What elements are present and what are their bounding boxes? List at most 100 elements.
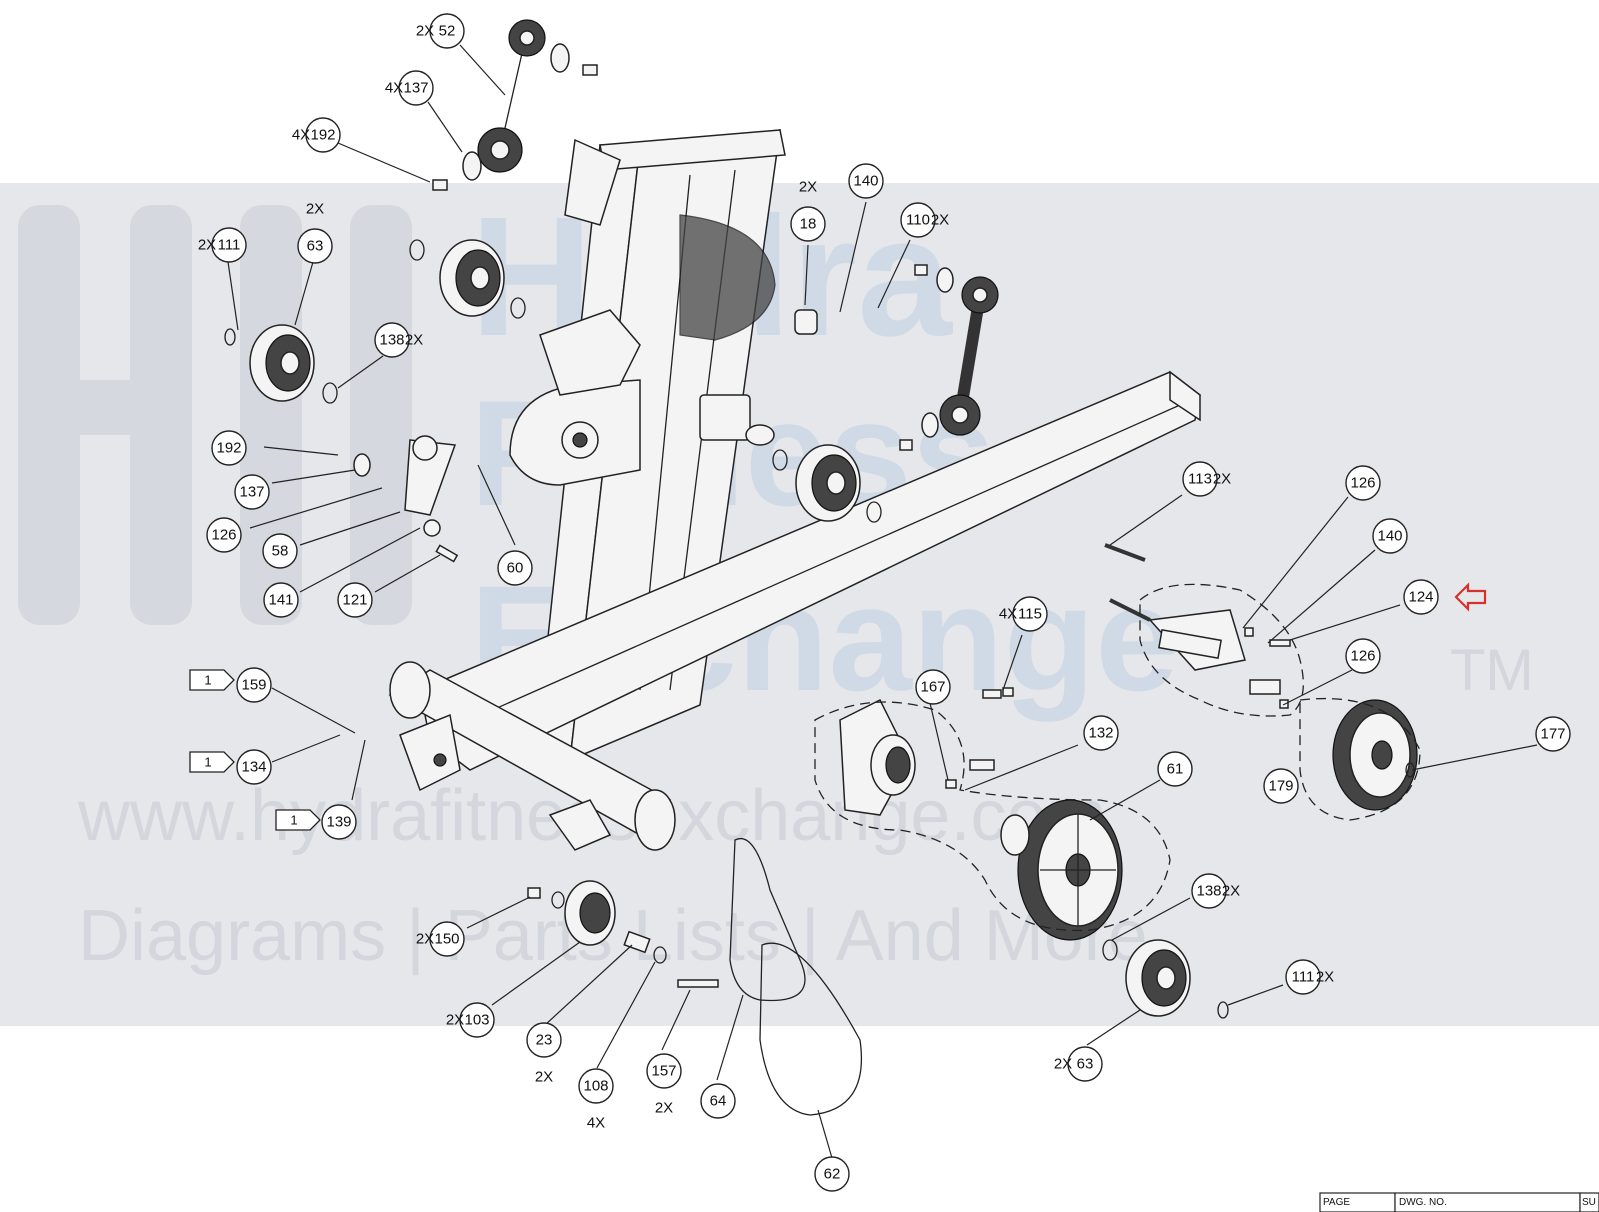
callout-64: 64 [700,1083,736,1119]
callout-number: 179 [1268,778,1293,795]
parts [224,19,1421,1116]
callout-18: 18 2X [790,179,826,242]
callout-number: 63 [1077,1056,1094,1073]
callout-bubble [305,117,341,153]
callout-bubble [1263,768,1299,804]
part-idler-pulley-upper [439,239,505,317]
callout-60: 60 [497,550,533,586]
callout-bubble [234,474,270,510]
callout-bubble [790,206,826,242]
callout-number: 121 [342,592,367,609]
callout-number: 113 [1188,471,1212,488]
part-flywheel [1017,799,1123,941]
part-link-top [477,19,546,173]
callout-bubble [1182,461,1218,497]
callout-108: 108 4X [578,1068,614,1132]
callout-number: 137 [403,80,428,97]
callout-number: 177 [1540,726,1565,743]
watermark-logo-mark [18,205,412,625]
callout-quantity: 2X [1316,969,1334,986]
callout-126: 126 [1345,638,1381,674]
callout-number: 140 [1377,528,1402,545]
callout-bubble [1345,465,1381,501]
callout-quantity: 4X [385,80,403,97]
callout-number: 126 [1350,648,1375,665]
callout-number: 60 [507,560,524,577]
callout-number: 139 [326,814,351,831]
callout-number: 124 [1408,589,1433,606]
callout-141: 141 [263,582,299,618]
callout-bubble [337,582,373,618]
callout-177: 177 [1535,716,1571,752]
callout-number: 126 [211,527,236,544]
callout-bubble [321,804,357,840]
part-idler-pulley-left [249,324,315,402]
callout-bubble [263,582,299,618]
title-block: PAGE DWG. NO. SU [1319,1192,1599,1212]
callout-bubble [211,430,247,466]
callout-number: 18 [800,216,817,233]
callout-number: 61 [1167,761,1184,778]
callout-bubble [459,1002,495,1038]
callout-192: 192 [211,430,247,466]
callout-bubble [1191,873,1227,909]
part-resistance-wheel [1332,699,1418,811]
callout-140: 140 [1372,518,1408,554]
callout-number: 126 [1350,475,1375,492]
callout-126: 126 [206,517,242,553]
callout-number: 132 [1088,725,1113,742]
callout-number: 115 [1018,606,1042,623]
callout-bubble [848,163,884,199]
title-block-dwg-label: DWG. NO. [1399,1197,1447,1208]
callout-bubble [429,921,465,957]
callout-bubble [1012,596,1048,632]
ref-flag: 1 [189,669,235,691]
part-idler-pulley-lower [1125,939,1191,1017]
callout-number: 140 [853,173,878,190]
callout-61: 61 [1157,751,1193,787]
callout-167: 167 [915,669,951,705]
callout-132: 132 [1083,715,1119,751]
callout-bubble [526,1022,562,1058]
callout-137: 137 [234,474,270,510]
callout-bubble [915,669,951,705]
callout-159: 159 [236,667,272,703]
callout-bubble [236,667,272,703]
callout-quantity: 2X [655,1100,673,1117]
callout-number: 58 [272,543,289,560]
callout-quantity: 2X [446,1012,464,1029]
callout-bubble [814,1156,850,1192]
main-frame [388,129,1201,851]
callout-quantity: 2X [1213,471,1231,488]
callout-quantity: 2X [416,931,434,948]
ref-flag-label: 1 [204,755,211,770]
callout-bubble [1345,638,1381,674]
callout-number: 138 [379,332,404,349]
callout-number: 108 [583,1078,608,1095]
callout-quantity: 4X [587,1115,605,1132]
callout-number: 52 [439,23,456,40]
callout-quantity: 2X [198,237,216,254]
part-link-right [939,276,999,436]
title-block-page-label: PAGE [1323,1197,1350,1208]
ref-flag-label: 1 [290,813,297,828]
callout-bubble [578,1068,614,1104]
callout-number: 157 [651,1063,676,1080]
callout-bubble [236,749,272,785]
callout-139: 139 [321,804,357,840]
callout-number: 64 [710,1093,727,1110]
callout-quantity: 2X [799,179,817,196]
callout-bubble [700,1083,736,1119]
